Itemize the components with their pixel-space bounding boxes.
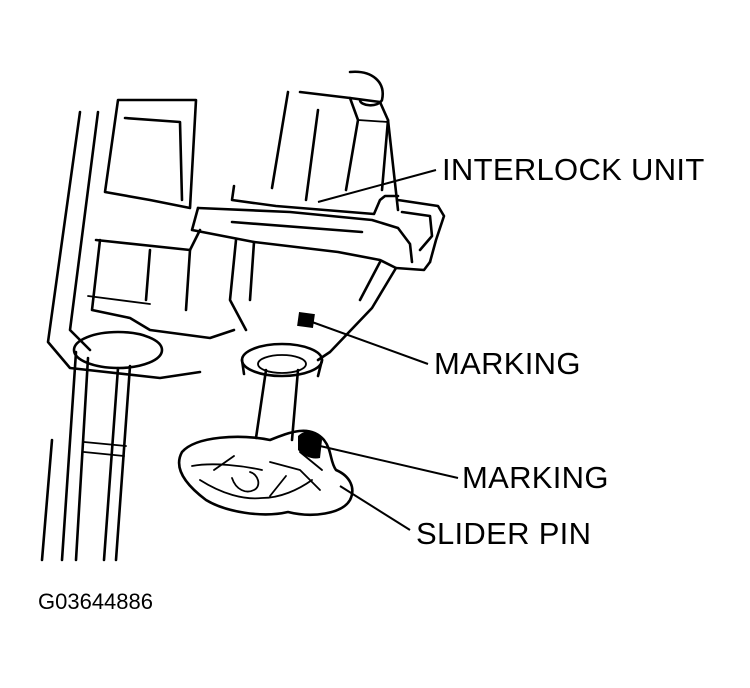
- housing-body: [46, 98, 236, 380]
- leader-slider-pin: [339, 485, 411, 531]
- label-slider-pin: SLIDER PIN: [416, 516, 592, 551]
- pin-boss: [240, 342, 324, 378]
- column-block: [270, 70, 400, 212]
- figure-code: G03644886: [38, 589, 153, 614]
- upper-marking-square: [297, 311, 315, 329]
- leader-marking-lower: [319, 445, 459, 479]
- slider-pin-head: [177, 429, 354, 516]
- label-interlock-unit: INTERLOCK UNIT: [442, 152, 705, 187]
- leader-marking-upper: [311, 321, 429, 365]
- leader-interlock-unit: [317, 169, 437, 203]
- slider-pin-shaft: [254, 368, 300, 442]
- label-marking-upper: MARKING: [434, 346, 581, 381]
- interlock-unit: [190, 184, 446, 362]
- label-marking-lower: MARKING: [462, 460, 609, 495]
- lower-marking-patch: [298, 431, 322, 459]
- shift-rod: [40, 330, 164, 562]
